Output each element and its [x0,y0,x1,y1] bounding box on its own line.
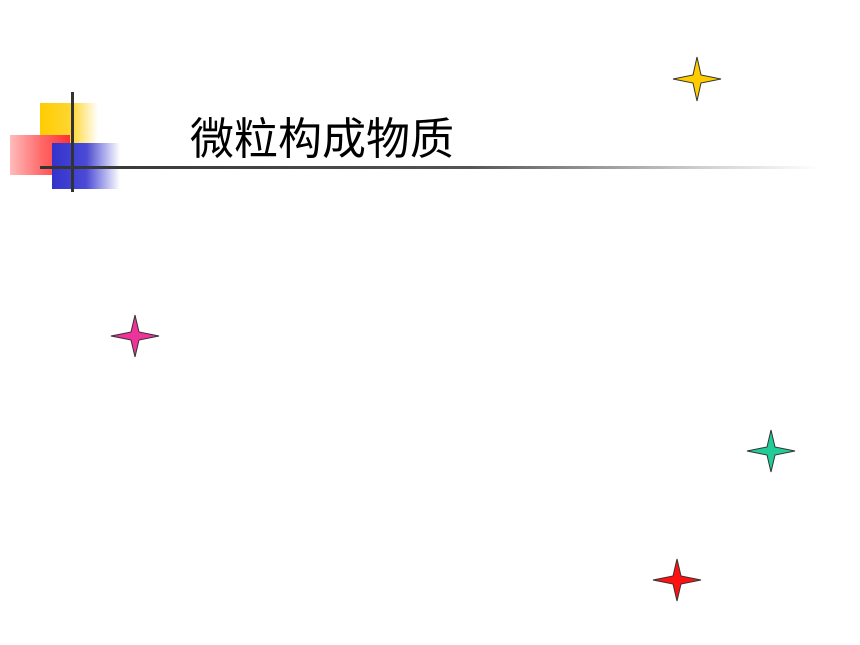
slide-title: 微粒构成物质 [190,114,454,165]
sparkle-star-teal-icon [746,429,796,473]
sparkle-star-yellow-icon [672,56,722,102]
sparkle-star-red-icon [652,558,702,602]
title-vertical-rule [71,92,74,192]
sparkle-star-pink-icon [110,314,160,358]
title-horizontal-rule [40,166,820,169]
